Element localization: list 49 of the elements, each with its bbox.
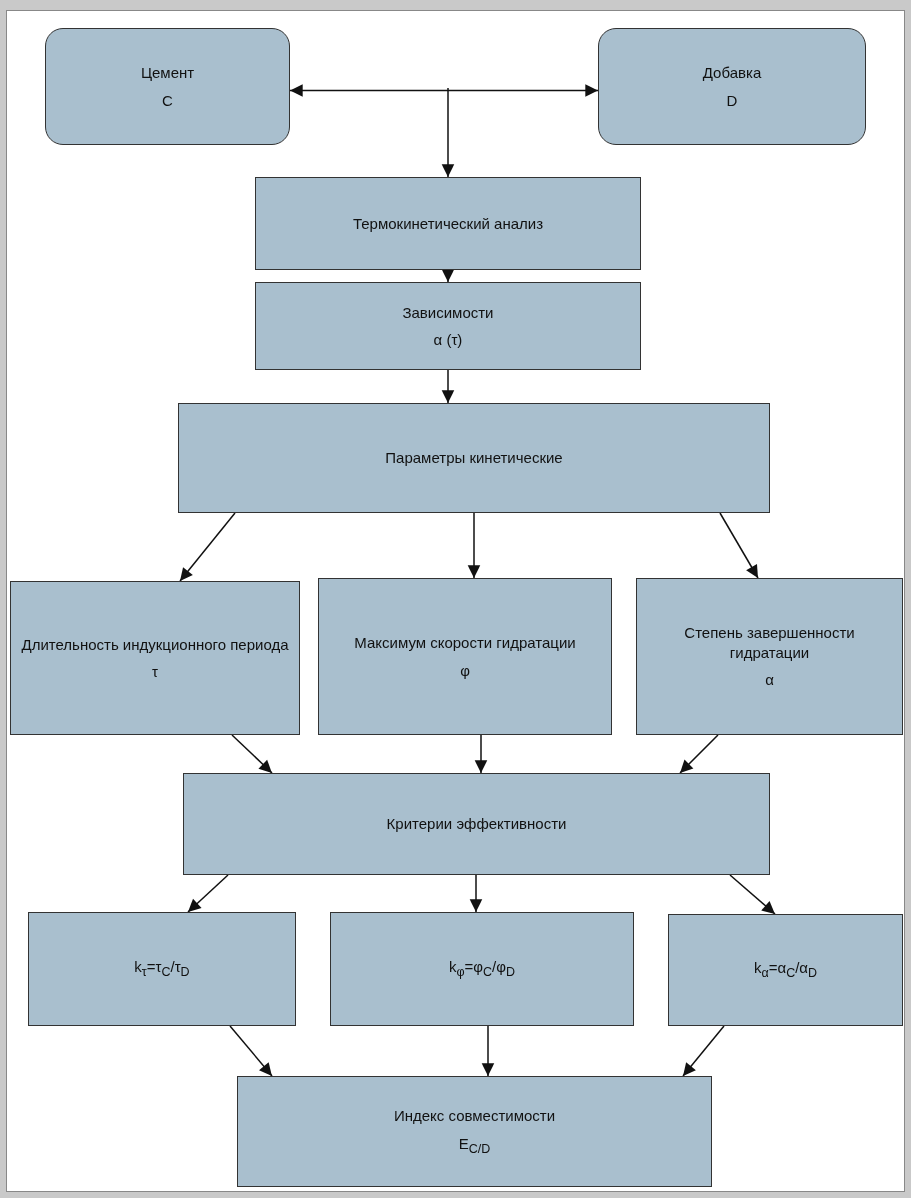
process-box [330,912,634,1026]
process-box [178,403,770,513]
arrow [231,734,273,774]
arrow [441,269,455,283]
box-label: Длительность индукционного периода [21,634,289,654]
symbol-label: φ [460,660,470,680]
input-box [45,28,290,145]
box-label: k$_{φ}$=φ$_{C}$/φ$_{D}$ [448,957,516,981]
arrow [289,84,599,97]
symbol-label: E$_{C/D}$ [458,1133,491,1157]
symbol-label: D [726,90,738,110]
arrow [187,874,229,913]
arrow [481,1025,495,1077]
box-label: Термокинетический анализ [352,213,544,234]
process-box [10,581,300,735]
box-label: Добавка [702,63,762,83]
arrow [474,734,488,774]
arrow [719,512,759,579]
symbol-label: α (τ) [433,330,463,350]
process-box [255,177,641,270]
process-box [183,773,770,875]
input-box [598,28,866,145]
box-label: Максимум скорости гидратации [354,633,576,653]
arrow [729,874,776,915]
arrow [179,512,236,582]
box-label: Степень завершенности гидратации [683,623,856,663]
box-label: Критерии эффективности [386,814,567,834]
process-box [237,1076,712,1187]
arrow [467,512,481,579]
arrow [229,1025,273,1077]
box-label: Параметры кинетические [385,448,563,468]
arrow [441,369,455,404]
box-label: Цемент [140,63,195,83]
box-label: k$_{α}$=α$_{C}$/α$_{D}$ [753,958,818,982]
box-label: Индекс совместимости [393,1106,556,1126]
process-box [636,578,903,735]
arrow [441,87,455,178]
arrow [679,734,719,774]
box-label: k$_{τ}$=τ$_{C}$/τ$_{D}$ [134,957,190,981]
process-box [318,578,612,735]
arrow [469,874,483,913]
process-box [668,914,903,1026]
symbol-label: C [162,90,173,110]
symbol-label: α [765,670,774,690]
arrow [682,1025,725,1077]
box-label: Зависимости [402,302,494,322]
process-box [28,912,296,1026]
process-box [255,282,641,370]
symbol-label: τ [152,662,158,682]
